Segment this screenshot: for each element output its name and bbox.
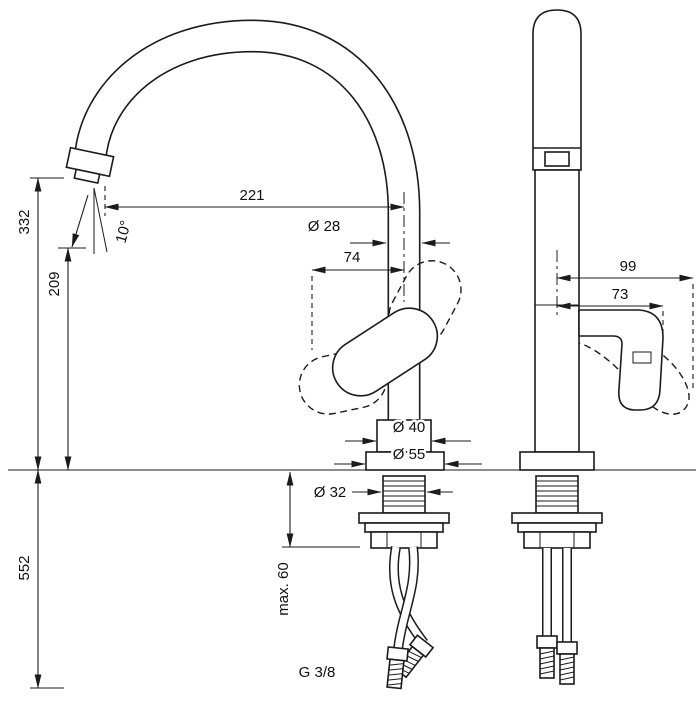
dim-handle-reach-open: 99 — [556, 256, 694, 392]
dim-hole-dia-label: Ø 32 — [314, 484, 347, 501]
hose-fitting-side-left — [536, 635, 558, 679]
supply-hoses-side — [542, 548, 572, 642]
dim-max-counter-label: max. 60 — [275, 562, 292, 615]
dim-reach-label: 221 — [239, 187, 264, 204]
dim-spout-offset: 74 — [311, 247, 405, 350]
mounting-set-front — [358, 512, 450, 549]
dim-body-dia-label: Ø 40 — [393, 419, 426, 436]
spout-angle-lines — [93, 187, 108, 254]
dim-base-dia-label: Ø 55 — [393, 446, 426, 463]
dim-base-dia: Ø 55 — [334, 444, 482, 468]
handle-front — [331, 307, 439, 397]
shank-front — [382, 475, 426, 514]
front-undercounter: Ø 32 max. 60 — [273, 471, 453, 690]
dim-spout-dia: Ø 28 — [305, 216, 450, 247]
shank-side — [535, 475, 579, 514]
dim-height-outlet-label: 209 — [46, 271, 63, 296]
dim-body-dia: Ø 40 — [345, 417, 471, 445]
dim-height-outlet: 209 — [44, 247, 86, 471]
thread-hatching-side — [536, 480, 578, 507]
front-view: 10° 221 Ø 28 — [14, 19, 482, 689]
dim-spout-offset-label: 74 — [344, 249, 361, 266]
body-side — [534, 169, 580, 453]
water-direction-arrow — [71, 194, 89, 248]
supply-hoses-front — [388, 546, 428, 651]
dim-spout-dia-label: Ø 28 — [308, 218, 341, 235]
spout-side — [532, 9, 582, 171]
spout-arc — [73, 19, 421, 430]
dim-height-below: 552 — [14, 469, 64, 689]
dim-hose-thread-label: G 3/8 — [299, 664, 336, 681]
dim-max-counter: max. 60 — [273, 471, 360, 618]
dim-spout-angle-label: 10° — [113, 219, 135, 245]
hose-fitting-front-left — [386, 646, 410, 690]
mounting-set-side — [511, 512, 603, 549]
dim-reach: 221 — [104, 185, 405, 216]
hose-fitting-side-right — [556, 641, 578, 685]
base-flange-side — [519, 451, 595, 471]
thread-hatching-front — [383, 480, 425, 507]
dim-hole-dia: Ø 32 — [311, 482, 453, 504]
handle-side — [578, 309, 664, 411]
dim-height-total: 332 — [14, 177, 64, 471]
dim-height-below-label: 552 — [16, 555, 33, 580]
aerator — [65, 146, 115, 185]
dim-height-total-label: 332 — [16, 209, 33, 234]
side-view: 99 73 — [511, 9, 694, 685]
dim-handle-reach-open-label: 99 — [620, 258, 637, 275]
dim-handle-reach-label: 73 — [612, 286, 629, 303]
dim-handle-reach: 73 — [556, 284, 664, 334]
